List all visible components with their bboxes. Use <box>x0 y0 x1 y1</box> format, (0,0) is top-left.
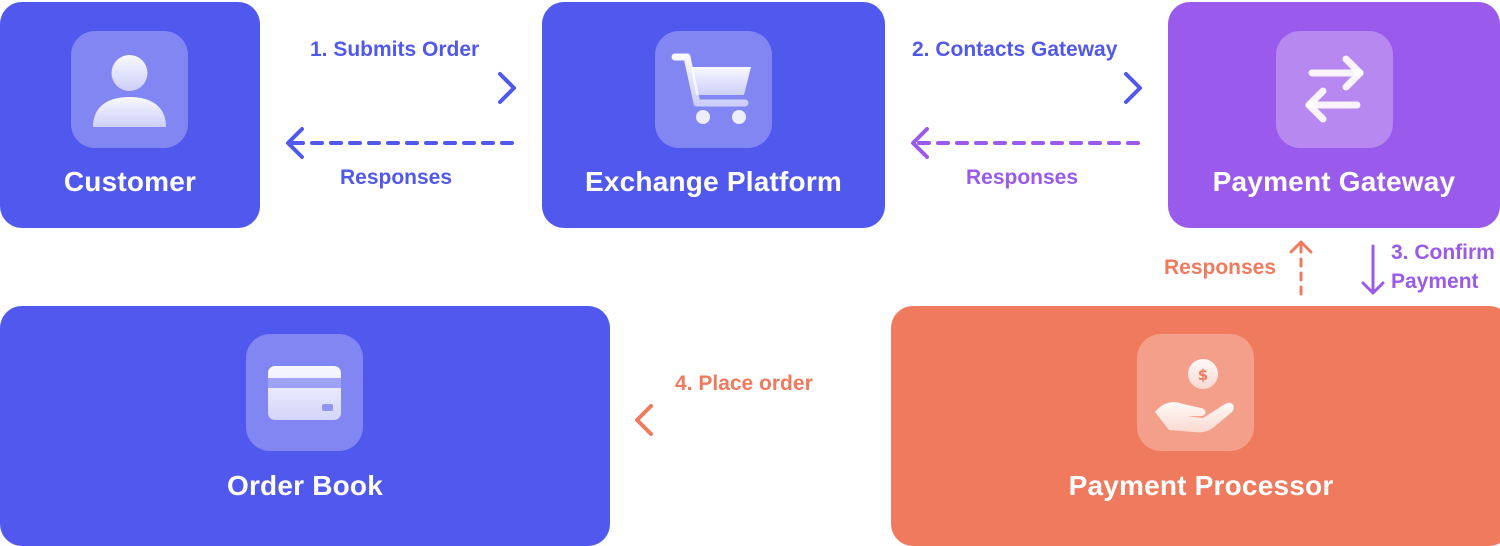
label-confirm-payment-line2: Payment <box>1391 270 1479 293</box>
svg-text:$: $ <box>1198 366 1208 384</box>
arrow-responses-to-customer <box>286 127 514 159</box>
label-contacts-gateway: 2. Contacts Gateway <box>912 38 1118 61</box>
label-place-order: 4. Place order <box>675 372 813 395</box>
arrow-responses-to-gateway <box>1289 240 1313 296</box>
arrow-place-order <box>635 404 862 436</box>
label-confirm-payment-line1: 3. Confirm <box>1391 241 1495 264</box>
connector-arrows <box>286 72 1385 436</box>
arrow-responses-to-exchange <box>911 127 1140 159</box>
exchange-platform-title: Exchange Platform <box>584 166 843 197</box>
customer-title: Customer <box>63 166 197 197</box>
arrow-submits-order <box>288 72 516 104</box>
credit-card-icon <box>246 334 363 451</box>
label-responses-customer: Responses <box>340 166 453 189</box>
user-icon <box>71 31 188 148</box>
payment-processor-node: $ Payment Processor <box>891 306 1500 546</box>
shopping-cart-icon <box>655 31 772 148</box>
customer-node: Customer <box>0 2 260 228</box>
payment-processor-title: Payment Processor <box>1068 470 1334 501</box>
order-book-title: Order Book <box>226 470 384 501</box>
hand-coin-icon: $ <box>1137 334 1254 451</box>
exchange-platform-node: Exchange Platform <box>542 2 885 228</box>
label-responses-gateway: Responses <box>1164 256 1277 279</box>
arrow-contacts-gateway <box>913 72 1142 104</box>
payment-gateway-title: Payment Gateway <box>1212 166 1456 197</box>
payment-gateway-node: Payment Gateway <box>1168 2 1500 228</box>
exchange-arrows-icon <box>1276 31 1393 148</box>
order-book-node: Order Book <box>0 306 610 546</box>
label-submits-order: 1. Submits Order <box>310 38 480 61</box>
arrow-confirm-payment <box>1361 244 1385 295</box>
label-responses-exchange: Responses <box>966 166 1079 189</box>
